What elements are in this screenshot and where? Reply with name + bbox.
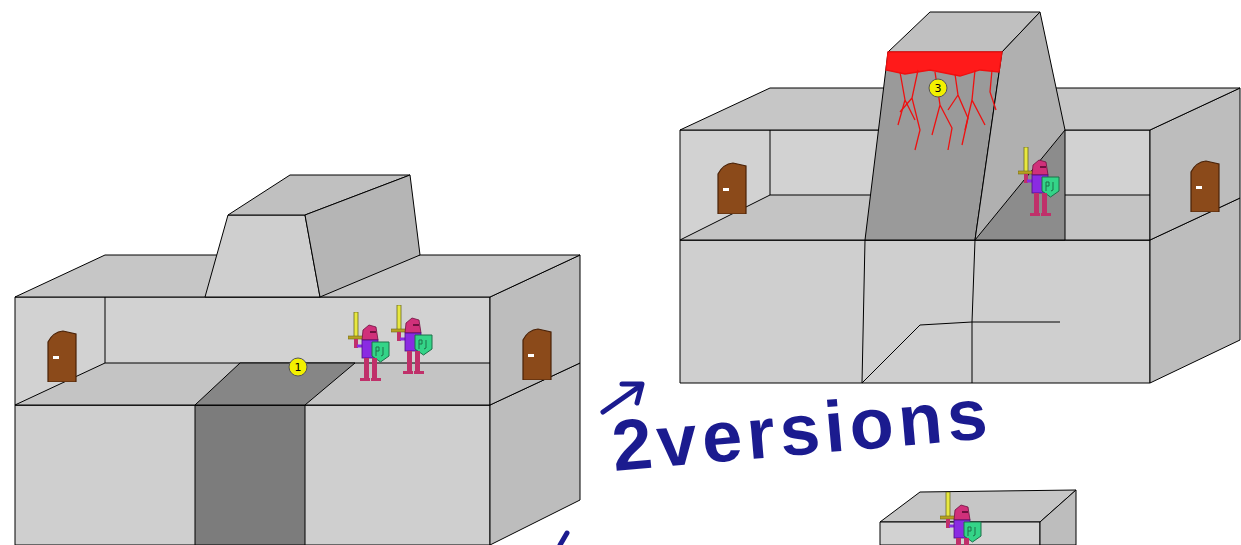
door-icon-part — [1191, 161, 1219, 212]
castle-block-right-part — [770, 130, 771, 195]
blood-splatter-part — [948, 74, 968, 145]
knight-figure-part — [1018, 147, 1059, 216]
blood-splatter-part — [886, 52, 1002, 76]
blood-splatter-part — [965, 70, 985, 130]
castle-block-left-part — [15, 297, 490, 405]
door-icon — [48, 329, 551, 382]
castle-block-left-part — [305, 175, 420, 297]
door-icon-part — [48, 331, 76, 382]
blood-splatter-part — [900, 70, 920, 150]
castle-block-left-part — [205, 215, 320, 297]
castle-block-right-part — [972, 322, 973, 383]
castle-block-right-part — [920, 322, 972, 325]
hand-arrow-part — [622, 384, 642, 403]
castle-block-right-part — [975, 12, 1065, 240]
callout-number: 1 — [295, 362, 302, 373]
castle-block-left-part — [195, 405, 305, 545]
knight-figure — [1018, 147, 1059, 216]
knight-figure-part — [391, 305, 432, 374]
blood-splatter — [886, 52, 1002, 150]
castle-block-right-part — [862, 240, 865, 383]
castle-block-left-part — [105, 297, 106, 363]
castle-block-left-part — [195, 363, 355, 405]
knight-figure-part — [348, 312, 389, 381]
knight-figure — [348, 305, 432, 381]
castle-block-bottom-part — [1040, 490, 1076, 545]
handwritten-note: 2versions — [609, 377, 995, 482]
callout-number: 3 — [935, 83, 942, 94]
door-icon — [718, 161, 1219, 214]
castle-block-right-part — [972, 240, 975, 322]
knight-figure-part — [940, 492, 981, 545]
hand-arrow-part — [560, 533, 567, 545]
blood-splatter-part — [990, 70, 996, 110]
door-icon-part — [523, 329, 551, 380]
castle-block-right-part — [680, 240, 1150, 383]
knight-figure — [940, 492, 981, 545]
castle-block-right-part — [862, 325, 920, 383]
door-icon-part — [718, 163, 746, 214]
castle-block-left-part — [15, 405, 490, 545]
callout-circle — [929, 79, 947, 97]
callout-circle — [289, 358, 307, 376]
castle-block-left — [15, 175, 580, 545]
castle-block-right — [680, 12, 1240, 383]
castle-block-right-part — [972, 322, 1060, 323]
